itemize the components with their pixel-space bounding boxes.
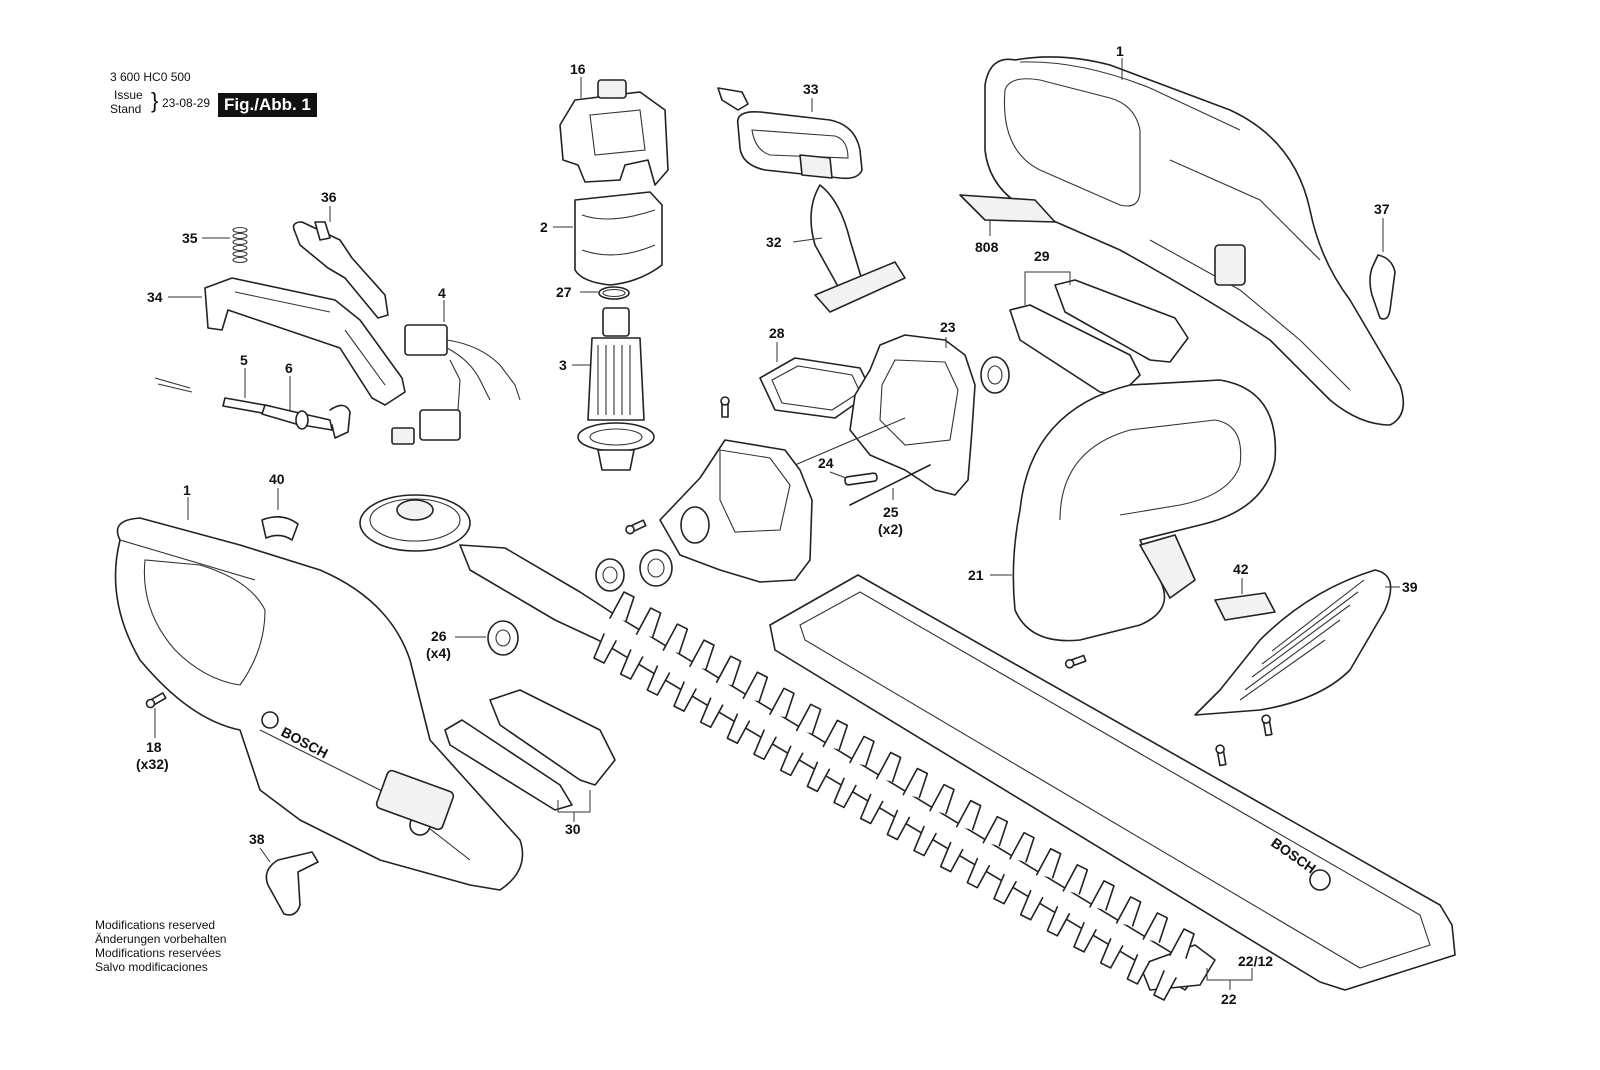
brush-holder-16 — [559, 77, 669, 186]
blade-guard-22: BOSCH — [769, 574, 1456, 991]
lever-36 — [292, 206, 389, 319]
leader-lines — [154, 58, 1123, 738]
callout-808: 808 — [975, 239, 999, 255]
screws — [145, 396, 1273, 767]
callout-36: 36 — [321, 189, 337, 205]
brace: } — [151, 88, 159, 113]
callout-42: 42 — [1233, 561, 1249, 577]
callout-26: 26 — [431, 628, 447, 644]
callout-37: 37 — [1374, 201, 1390, 217]
wiring-4 — [391, 300, 521, 445]
field-coil-2 — [553, 191, 663, 286]
o-ring-27 — [580, 286, 630, 300]
grip-cover-30 — [444, 689, 616, 822]
callout-22-12: 22/12 — [1238, 953, 1273, 969]
callout-4: 4 — [438, 285, 446, 301]
figure-badge: Fig./Abb. 1 — [218, 93, 317, 117]
note-es: Salvo modificaciones — [95, 960, 208, 974]
rods-25 — [849, 464, 931, 506]
gear-housing-lower — [659, 439, 813, 583]
clip-40 — [261, 488, 299, 541]
switch-linkage-33-32 — [717, 87, 906, 313]
label-42 — [1214, 578, 1276, 621]
clip-38 — [259, 847, 319, 916]
callout-1-left: 1 — [183, 482, 191, 498]
hand-guard-21 — [990, 379, 1277, 642]
callout-39: 39 — [1402, 579, 1418, 595]
issue-label: Issue — [114, 88, 143, 102]
callout-35: 35 — [182, 230, 198, 246]
issue-date: 23-08-29 — [162, 96, 211, 110]
callout-28: 28 — [769, 325, 785, 341]
callout-21: 21 — [968, 567, 984, 583]
switch-carrier-34 — [168, 277, 406, 406]
callout-30: 30 — [565, 821, 581, 837]
callout-labels: 1 1 2 3 4 5 6 16 18 (x32) 21 22 22/12 23… — [136, 43, 1418, 1007]
handle-cover-29 — [1009, 271, 1189, 396]
clip-37 — [1369, 218, 1396, 320]
callout-3: 3 — [559, 357, 567, 373]
note-de: Änderungen vorbehalten — [95, 932, 227, 946]
pin-24 — [787, 417, 906, 486]
blade-assembly — [359, 494, 1216, 1001]
housing-half-left: BOSCH — [114, 517, 524, 891]
note-fr: Modifications reservées — [95, 946, 222, 960]
callout-40: 40 — [269, 471, 285, 487]
callout-29: 29 — [1034, 248, 1050, 264]
cable-5 — [154, 368, 271, 415]
callout-25-qty: (x2) — [878, 521, 903, 537]
vent-cover-39 — [1194, 569, 1400, 716]
spring-35 — [202, 226, 248, 264]
callout-6: 6 — [285, 360, 293, 376]
model-number: 3 600 HC0 500 — [110, 70, 191, 84]
callout-1-top: 1 — [1116, 43, 1124, 59]
modification-notes: Modifications reserved Änderungen vorbeh… — [95, 918, 226, 974]
note-en: Modifications reserved — [95, 918, 216, 932]
callout-26-qty: (x4) — [426, 645, 451, 661]
stand-label: Stand — [110, 102, 142, 116]
callout-23: 23 — [940, 319, 956, 335]
callout-38: 38 — [249, 831, 265, 847]
callout-25: 25 — [883, 504, 899, 520]
callout-18: 18 — [146, 739, 162, 755]
callout-22: 22 — [1221, 991, 1237, 1007]
callout-16: 16 — [570, 61, 586, 77]
gearbox-housing-23 — [849, 334, 1010, 496]
callout-32: 32 — [766, 234, 782, 250]
bearings-26 — [455, 549, 673, 656]
callout-2: 2 — [540, 219, 548, 235]
callout-24: 24 — [818, 455, 834, 471]
strain-relief-6 — [261, 376, 351, 439]
callout-27: 27 — [556, 284, 572, 300]
callout-33: 33 — [803, 81, 819, 97]
callout-34: 34 — [147, 289, 163, 305]
callout-18-qty: (x32) — [136, 756, 169, 772]
armature-3 — [572, 307, 655, 471]
label-808 — [959, 194, 1056, 236]
callout-5: 5 — [240, 352, 248, 368]
housing-half-right — [984, 56, 1405, 426]
